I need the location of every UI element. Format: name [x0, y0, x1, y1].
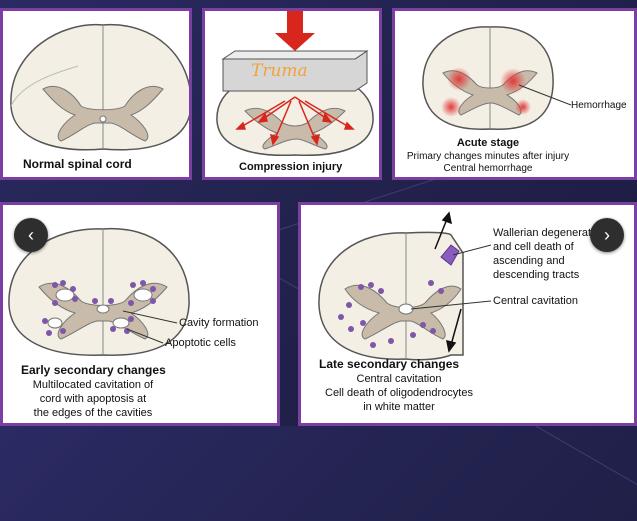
- hemorrhage-spot: [441, 97, 461, 117]
- apoptotic-cell: [438, 288, 444, 294]
- apoptotic-cell: [140, 280, 146, 286]
- label-wallerian-2: and cell death of: [493, 241, 574, 254]
- apoptotic-cell: [420, 322, 426, 328]
- normal-cord-drawing: [3, 11, 192, 180]
- apoptotic-cell: [128, 300, 134, 306]
- apoptotic-cell: [52, 300, 58, 306]
- early-line3: the edges of the cavities: [3, 407, 183, 419]
- label-wallerian-1: Wallerian degenerati: [493, 227, 593, 240]
- acute-line2: Central hemorrhage: [395, 163, 581, 174]
- apoptotic-cell: [368, 282, 374, 288]
- early-line1: Multilocated cavitation of: [3, 379, 183, 391]
- next-slide-button[interactable]: ›: [590, 218, 624, 252]
- apoptotic-cell: [128, 316, 134, 322]
- hemorrhage-spot: [447, 67, 471, 91]
- prev-slide-button[interactable]: ‹: [14, 218, 48, 252]
- apoptotic-cell: [92, 298, 98, 304]
- apoptotic-cell: [360, 320, 366, 326]
- apoptotic-cell: [150, 298, 156, 304]
- hemorrhage-spot: [515, 99, 531, 115]
- label-apoptotic-cells: Apoptotic cells: [165, 337, 236, 350]
- apoptotic-cell: [52, 282, 58, 288]
- label-hemorrhage: Hemorrhage: [571, 99, 627, 112]
- acute-title: Acute stage: [395, 137, 581, 149]
- apoptotic-cell: [378, 288, 384, 294]
- apoptotic-cell: [346, 302, 352, 308]
- apoptotic-cell: [338, 314, 344, 320]
- apoptotic-cell: [72, 296, 78, 302]
- caption-compression: Compression injury: [239, 161, 342, 173]
- apoptotic-cell: [430, 328, 436, 334]
- apoptotic-cell: [60, 328, 66, 334]
- apoptotic-cell: [110, 326, 116, 332]
- chevron-left-icon: ‹: [28, 225, 34, 246]
- early-line2: cord with apoptosis at: [3, 393, 183, 405]
- apoptotic-cell: [358, 284, 364, 290]
- caption-normal: Normal spinal cord: [23, 157, 132, 171]
- apoptotic-cell: [108, 298, 114, 304]
- apoptotic-cell: [46, 330, 52, 336]
- apoptotic-cell: [370, 342, 376, 348]
- apoptotic-cell: [60, 280, 66, 286]
- apoptotic-cell: [348, 326, 354, 332]
- late-title: Late secondary changes: [319, 357, 459, 371]
- late-line2: Cell death of oligodendrocytes: [301, 387, 497, 399]
- apoptotic-cell: [124, 328, 130, 334]
- apoptotic-cell: [428, 280, 434, 286]
- apoptotic-cell: [410, 332, 416, 338]
- apoptotic-cell: [130, 282, 136, 288]
- panel-compression-injury: Truma Compression injury: [202, 8, 382, 180]
- apoptotic-cell: [150, 286, 156, 292]
- acute-line1: Primary changes minutes after injury: [395, 151, 581, 162]
- late-line3: in white matter: [301, 401, 497, 413]
- compression-drawing: [205, 11, 382, 180]
- handwritten-annotation: Truma: [251, 61, 308, 81]
- chevron-right-icon: ›: [604, 225, 610, 246]
- apoptotic-cell: [388, 338, 394, 344]
- apoptotic-cell: [42, 318, 48, 324]
- label-central-cavitation: Central cavitation: [493, 295, 578, 308]
- label-wallerian-4: descending tracts: [493, 269, 579, 282]
- panel-late-secondary: Wallerian degenerati and cell death of a…: [298, 202, 637, 426]
- panel-normal-spinal-cord: Normal spinal cord: [0, 8, 192, 180]
- early-title: Early secondary changes: [21, 363, 166, 377]
- panel-acute-stage: Hemorrhage Acute stage Primary changes m…: [392, 8, 637, 180]
- late-line1: Central cavitation: [301, 373, 497, 385]
- label-cavity-formation: Cavity formation: [179, 317, 258, 330]
- label-wallerian-3: ascending and: [493, 255, 565, 268]
- apoptotic-cell: [70, 286, 76, 292]
- hemorrhage-spot: [500, 68, 526, 94]
